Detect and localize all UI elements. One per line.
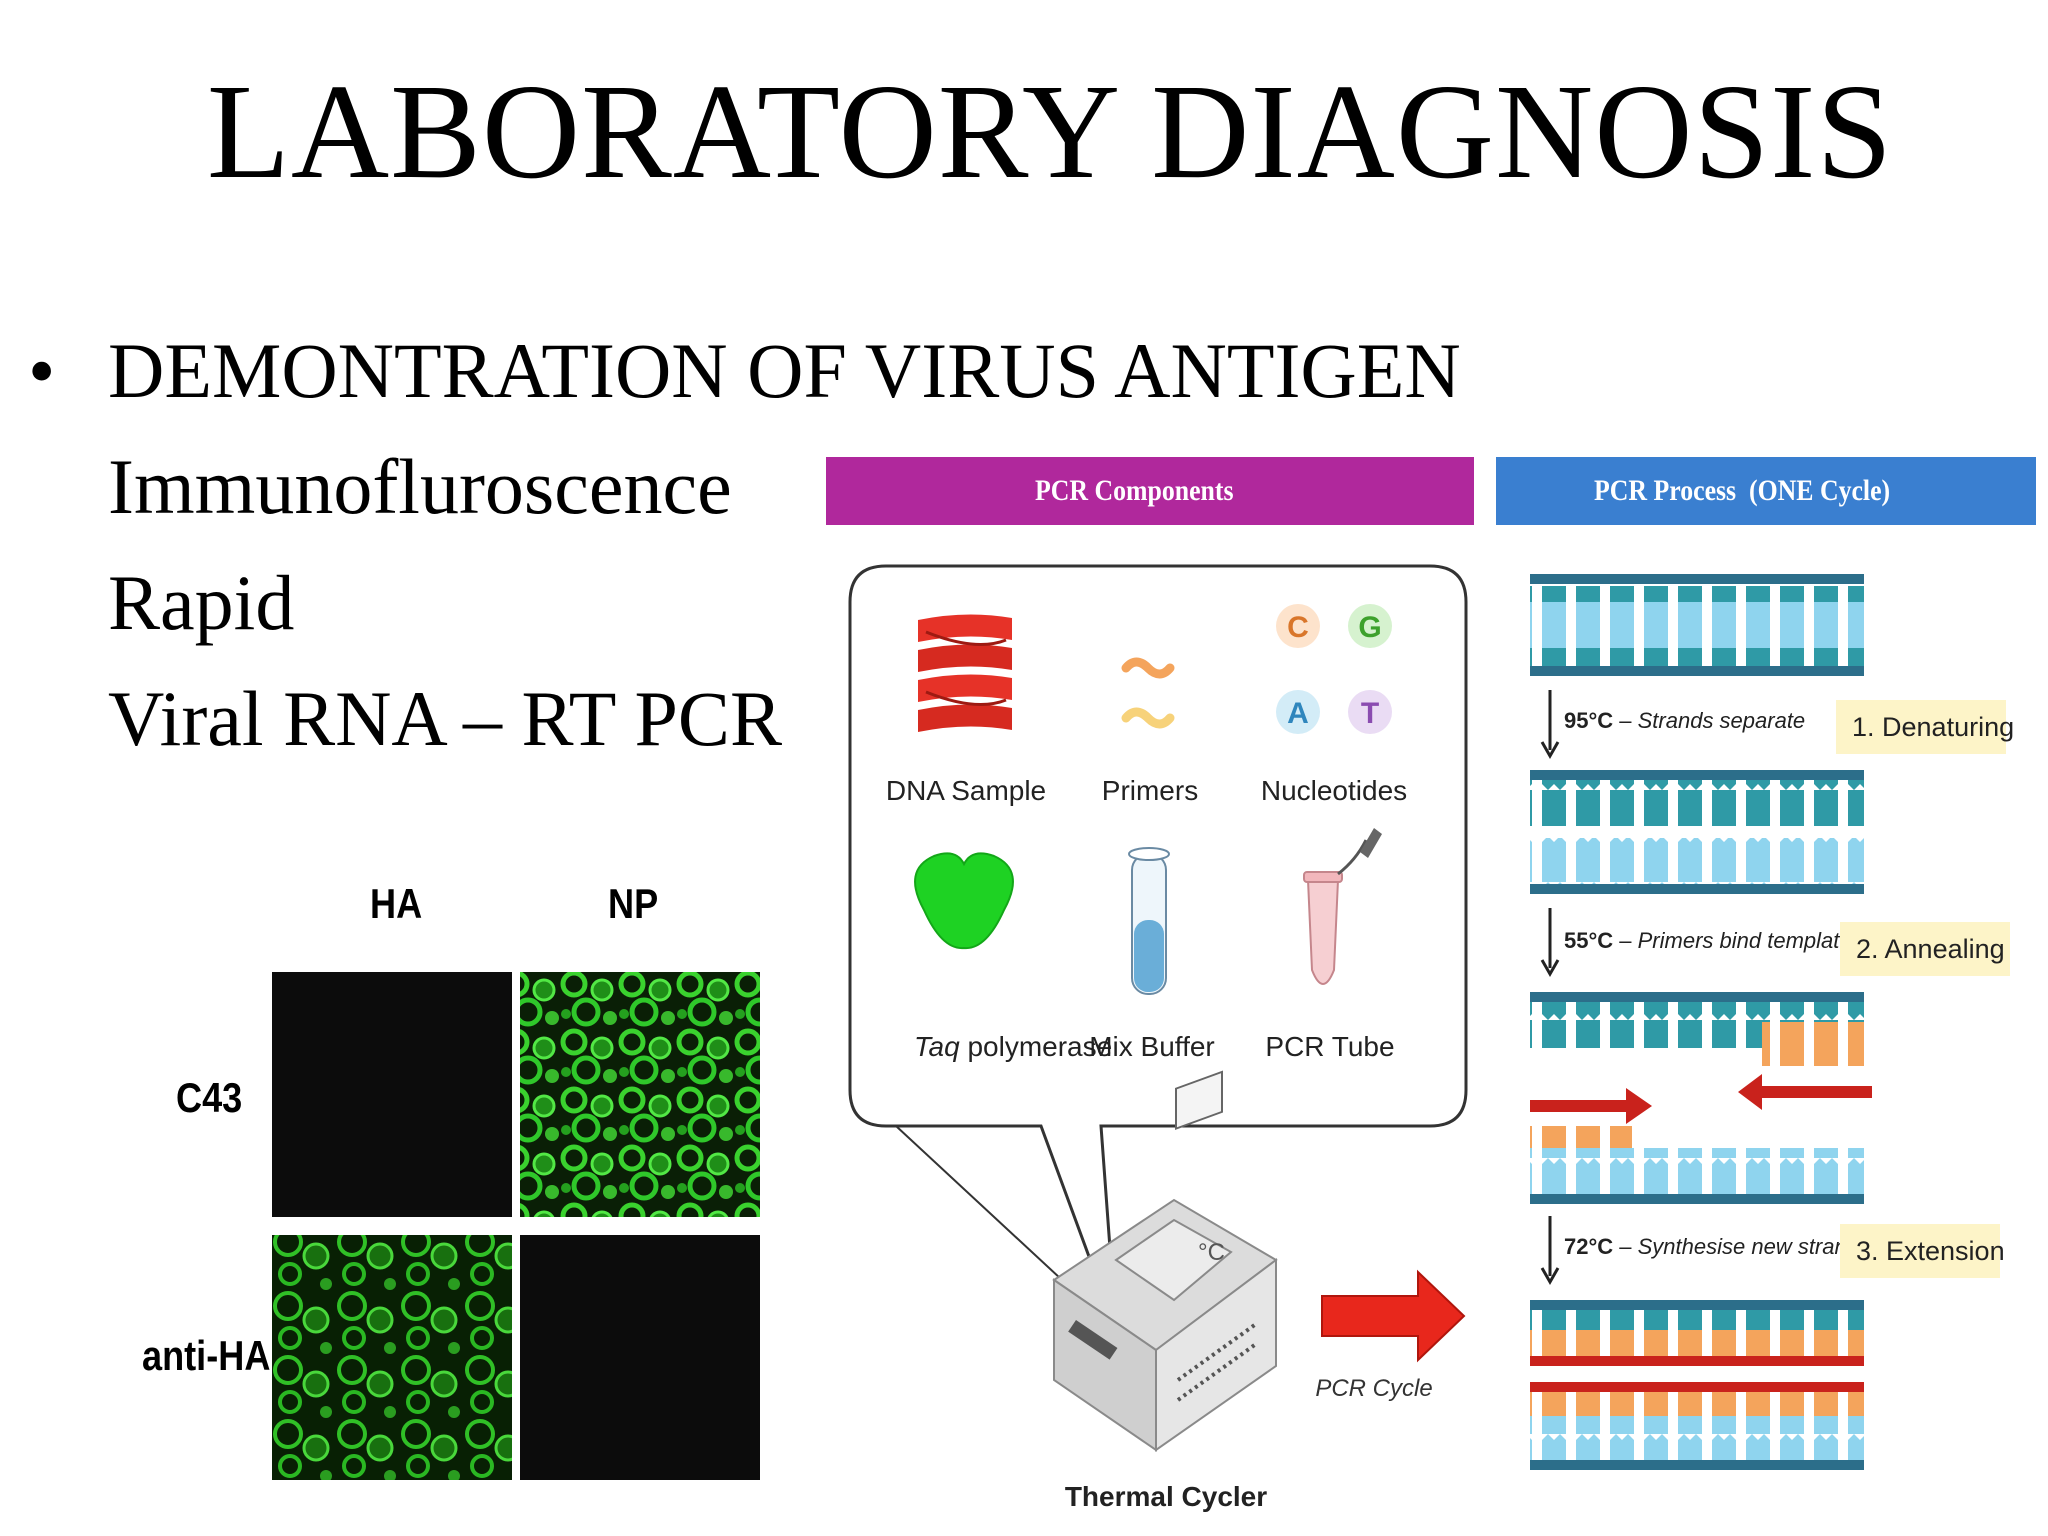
step1-condition: 95°C – Strands separate xyxy=(1564,708,1805,733)
step3-label-box xyxy=(1840,1224,2000,1278)
label-primers: Primers xyxy=(1102,775,1198,806)
row-label-anti-ha: anti-HA xyxy=(142,1332,271,1379)
cell-antiha-np xyxy=(520,1235,760,1480)
primers-icon xyxy=(1121,657,1175,729)
nucleotide-g: G xyxy=(1358,611,1381,644)
dna-annealing xyxy=(1530,992,1872,1204)
bullet-heading: DEMONTRATION OF VIRUS ANTIGEN xyxy=(108,327,1461,414)
slide-title: LABORATORY DIAGNOSIS xyxy=(206,57,1894,207)
nucleotide-a: A xyxy=(1287,697,1309,730)
pcr-cycle-arrow xyxy=(1321,1269,1466,1363)
sub-item-rt-pcr: Viral RNA – RT PCR xyxy=(108,675,782,762)
pcr-components-header-text: PCR Components xyxy=(1034,474,1234,507)
cell-antiha-ha xyxy=(272,1235,512,1480)
thermal-cycler-display: °C xyxy=(1198,1239,1225,1266)
label-taq-polymerase: Taq polymerase xyxy=(914,1031,1112,1062)
dna-double-strand xyxy=(1530,574,1864,676)
dna-separated-strands xyxy=(1530,770,1864,894)
step2-label-box xyxy=(1840,922,2010,976)
thermal-cycler-icon: °C xyxy=(1052,1070,1278,1452)
step1-label-box xyxy=(1836,700,2006,754)
sub-item-immunofluorescence: Immunofluroscence xyxy=(108,443,732,530)
fluorescence-grid xyxy=(272,972,760,1480)
nucleotide-t: T xyxy=(1361,697,1379,730)
pcr-components-header: PCR Components xyxy=(826,457,1474,525)
pcr-components-diagram: C G A T DNA Sample Primers Nucleotides T… xyxy=(848,564,1468,1512)
col-label-np: NP xyxy=(608,880,659,927)
bullet-dot: • xyxy=(28,327,56,414)
mix-buffer-icon xyxy=(1128,847,1170,995)
cell-c43-ha xyxy=(272,972,512,1217)
nucleotides-icon: C G A T xyxy=(1276,604,1392,734)
taq-polymerase-icon xyxy=(914,852,1014,950)
thermal-cycler-label: Thermal Cycler xyxy=(1065,1481,1267,1512)
sub-item-rapid: Rapid xyxy=(108,559,295,646)
step1-name: 1. Denaturing xyxy=(1852,712,2014,742)
cell-c43-np xyxy=(520,972,760,1217)
label-dna-sample: DNA Sample xyxy=(886,775,1046,806)
col-label-ha: HA xyxy=(370,880,423,927)
dna-sample-icon xyxy=(918,614,1012,732)
pcr-tube-icon xyxy=(1303,828,1382,985)
pcr-process-header: PCR Process (ONE Cycle) xyxy=(1496,457,2036,525)
pcr-process-header-text: PCR Process (ONE Cycle) xyxy=(1593,474,1890,507)
label-pcr-tube: PCR Tube xyxy=(1265,1031,1394,1062)
row-label-c43: C43 xyxy=(176,1074,243,1121)
label-nucleotides: Nucleotides xyxy=(1261,775,1407,806)
pcr-cycle-label: PCR Cycle xyxy=(1315,1375,1432,1402)
label-mix-buffer: Mix Buffer xyxy=(1089,1031,1215,1062)
step3-condition: 72°C – Synthesise new strand xyxy=(1564,1234,1860,1259)
step2-condition: 55°C – Primers bind template xyxy=(1564,928,1852,953)
dna-new-strands xyxy=(1530,1300,1864,1470)
nucleotide-c: C xyxy=(1287,611,1309,644)
step2-name: 2. Annealing xyxy=(1856,934,2005,964)
step3-name: 3. Extension xyxy=(1856,1236,2005,1266)
pcr-process-diagram: 95°C – Strands separate 1. Denaturing 55… xyxy=(1530,574,2014,1470)
